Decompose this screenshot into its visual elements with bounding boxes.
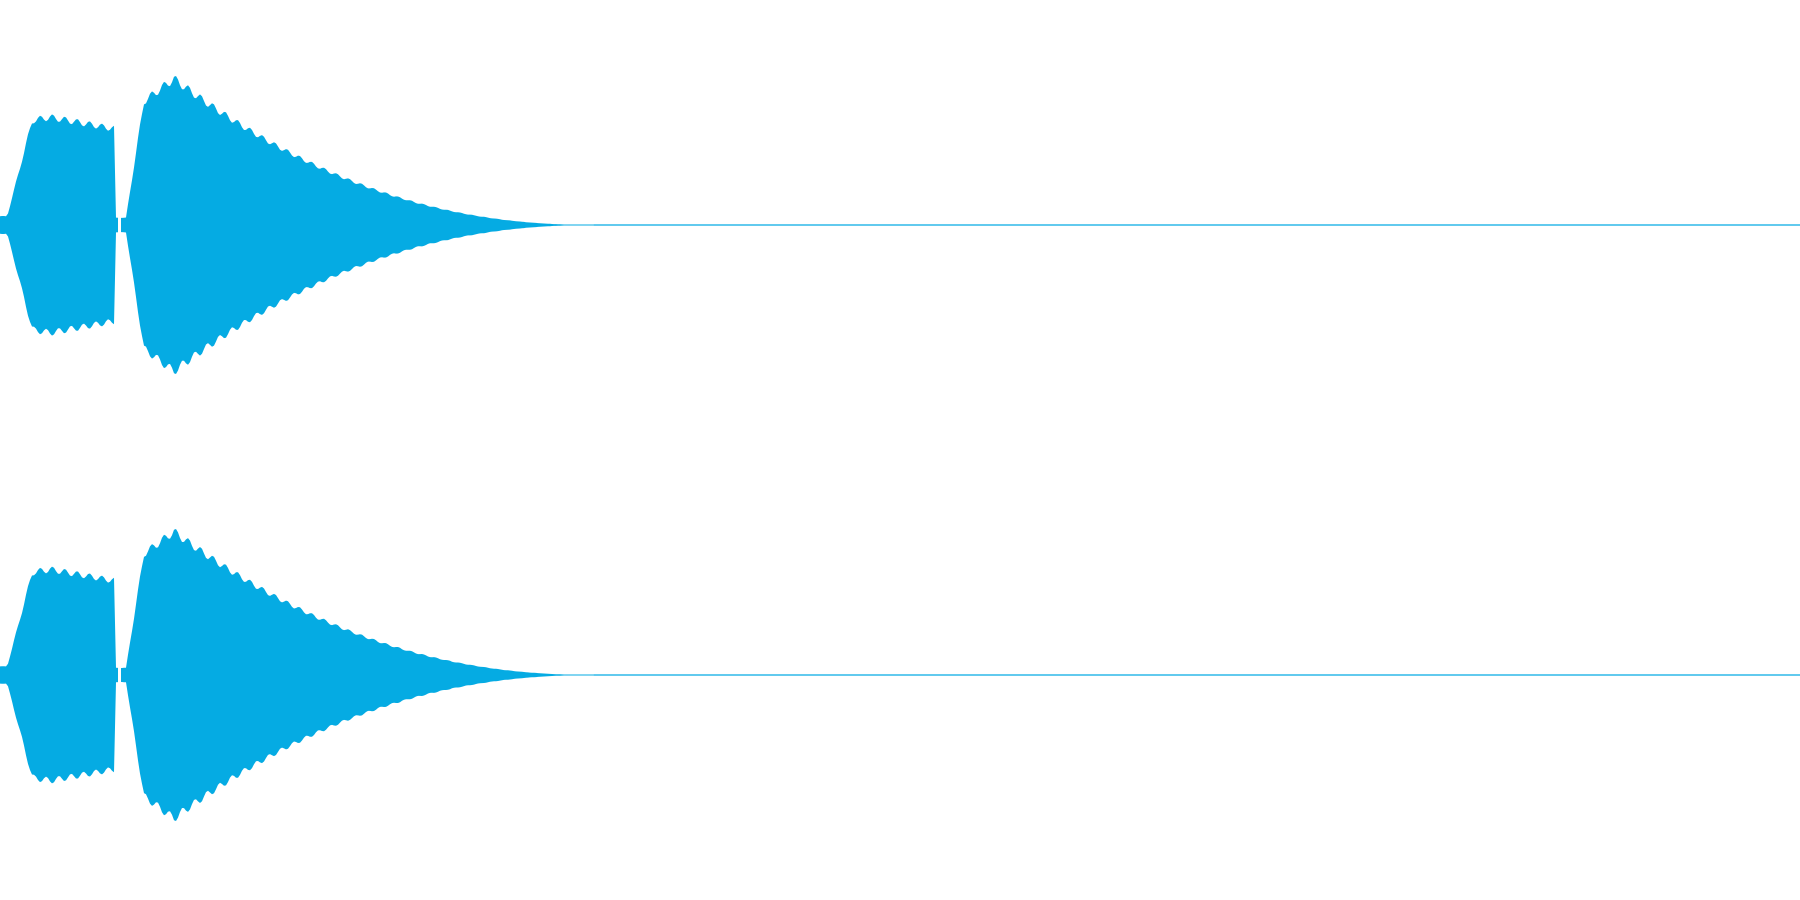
note-gap — [118, 528, 121, 822]
channel-envelope — [0, 529, 1800, 821]
channel-envelope — [0, 76, 1800, 374]
channel-1-waveform — [0, 75, 1800, 375]
channel-2-waveform — [0, 528, 1800, 822]
note-gap — [118, 75, 121, 375]
